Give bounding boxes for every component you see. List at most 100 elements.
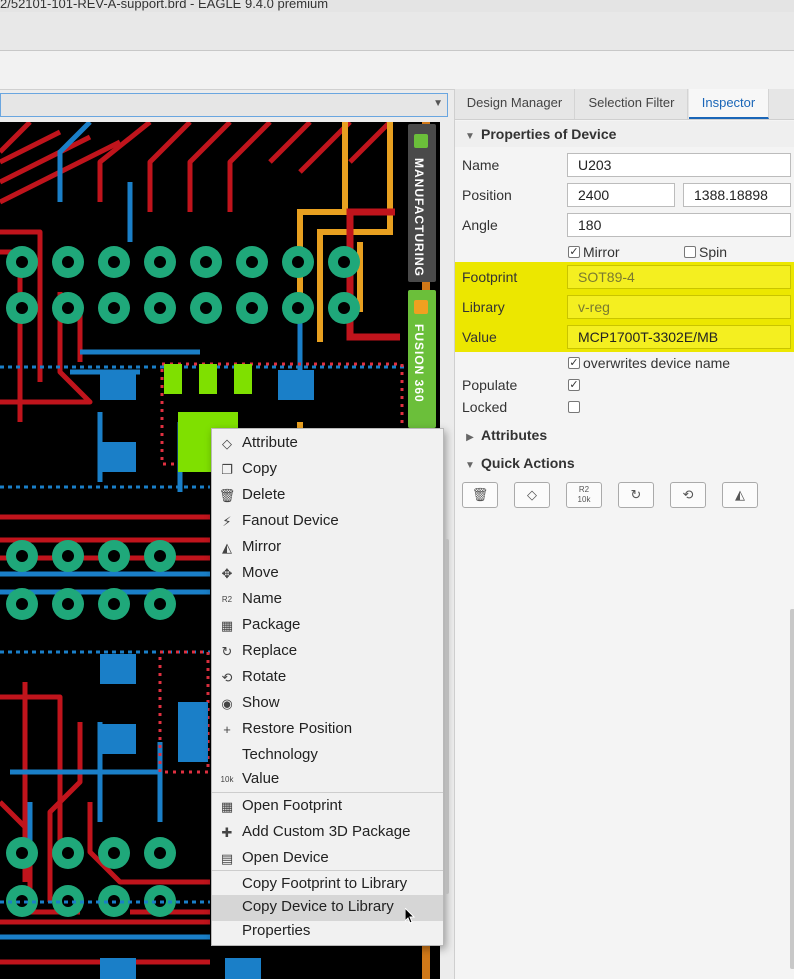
pcb-pad-hole	[154, 598, 166, 610]
populate-checkbox[interactable]: ✓	[568, 379, 580, 391]
tab-inspector[interactable]: Inspector	[689, 89, 769, 119]
panel-scrollbar[interactable]	[790, 609, 794, 969]
menu-item-label: Copy Footprint to Library	[242, 875, 408, 892]
position-x-field[interactable]: 2400	[567, 183, 675, 207]
trash-icon: 🗑	[218, 488, 236, 503]
quick-actions-section-header[interactable]: ▼Quick Actions	[455, 450, 794, 476]
tag-icon: ◇	[527, 487, 537, 502]
context-menu-scrollbar[interactable]	[445, 539, 449, 894]
menu-item-restore-position[interactable]: +Restore Position	[212, 717, 443, 743]
triangle-down-icon: ▼	[465, 131, 475, 142]
quick-delete-button[interactable]: 🗑	[462, 482, 498, 508]
footprint-field[interactable]: SOT89-4	[567, 265, 791, 289]
attributes-section-header[interactable]: ▶Attributes	[455, 422, 794, 448]
quick-attribute-button[interactable]: ◇	[514, 482, 550, 508]
name-row: Name U203	[455, 150, 794, 180]
menu-item-delete[interactable]: 🗑 Delete	[212, 483, 443, 509]
quick-rotate-button[interactable]: ⟲	[670, 482, 706, 508]
menu-item-name[interactable]: R2 Name	[212, 587, 443, 613]
spin-checkbox[interactable]	[684, 246, 696, 258]
pcb-pad-hole	[338, 256, 350, 268]
menu-item-properties[interactable]: Properties	[212, 919, 443, 945]
menu-item-label: Attribute	[242, 434, 298, 451]
main-toolbar	[0, 12, 794, 51]
pcb-pad-hole	[108, 550, 120, 562]
restore-icon: +	[223, 722, 231, 737]
menu-item-open-footprint[interactable]: ▦Open Footprint	[212, 794, 443, 820]
menu-item-mirror[interactable]: ◭Mirror	[212, 535, 443, 561]
quick-mirror-button[interactable]: ◭	[722, 482, 758, 508]
menu-item-label: Copy Device to Library	[242, 898, 394, 915]
name-r2-icon: R2	[221, 595, 233, 604]
locked-checkbox[interactable]	[568, 401, 580, 413]
overwrites-checkbox[interactable]: ✓	[568, 357, 580, 369]
fusion-360-tab[interactable]: FUSION 360	[408, 290, 436, 428]
pcb-pad-hole	[292, 302, 304, 314]
mouse-cursor-icon	[405, 908, 415, 924]
position-y-field[interactable]: 1388.18898	[683, 183, 791, 207]
pcb-pad-hole	[108, 256, 120, 268]
menu-item-attribute[interactable]: ◇Attribute	[212, 431, 443, 457]
pcb-pad-hole	[154, 847, 166, 859]
populate-row: Populate ✓	[462, 377, 580, 393]
pcb-pad-hole	[62, 302, 74, 314]
pcb-pad-hole	[292, 256, 304, 268]
inspector-panel: Design Manager Selection Filter Inspecto…	[454, 89, 794, 979]
menu-item-package[interactable]: ▦Package	[212, 613, 443, 639]
trash-icon: 🗑	[471, 487, 489, 502]
tab-design-manager[interactable]: Design Manager	[455, 89, 575, 119]
library-field[interactable]: v-reg	[567, 295, 791, 319]
package-icon: ▦	[220, 618, 234, 633]
mirror-checkbox[interactable]: ✓	[568, 246, 580, 258]
menu-item-label: Copy	[242, 460, 278, 477]
menu-item-add-custom-3d-package[interactable]: ✚Add Custom 3D Package	[212, 820, 443, 846]
secondary-toolbar	[0, 51, 794, 90]
rotate-icon: ⟲	[682, 487, 694, 502]
pcb-pad-hole	[108, 598, 120, 610]
menu-item-label: Add Custom 3D Package	[242, 823, 411, 840]
menu-item-label: Move	[242, 564, 279, 581]
menu-item-label: Name	[242, 590, 283, 607]
chevron-down-icon[interactable]: ▼	[433, 98, 443, 109]
eye-icon: ◉	[221, 696, 233, 711]
window-titlebar: 2/52101-101-REV-A-support.brd - EAGLE 9.…	[0, 0, 794, 12]
menu-item-show[interactable]: ◉Show	[212, 691, 443, 717]
highlighted-fields: Footprint SOT89-4 Library v-reg Value MC…	[455, 262, 794, 352]
pcb-pad-hole	[108, 302, 120, 314]
menu-item-copy-footprint-to-library[interactable]: Copy Footprint to Library	[212, 872, 443, 898]
menu-item-label: Delete	[242, 486, 286, 503]
footprint-row: Footprint SOT89-4	[455, 262, 794, 292]
properties-section-header[interactable]: ▼Properties of Device	[455, 121, 794, 147]
angle-row: Angle 180	[455, 210, 794, 240]
menu-item-rotate[interactable]: ⟲Rotate	[212, 665, 443, 691]
pcb-pad-hole	[200, 302, 212, 314]
move-icon: ✥	[221, 566, 233, 581]
context-menu: ◇Attribute❐Copy 🗑 Delete ⚡Fanout Device◭Mir…	[211, 428, 449, 946]
pcb-layout[interactable]	[0, 122, 440, 979]
menu-item-technology[interactable]: Technology	[212, 743, 443, 769]
pcb-pad-hole	[108, 847, 120, 859]
manufacturing-tab[interactable]: MANUFACTURING	[408, 124, 436, 282]
menu-item-copy[interactable]: ❐Copy	[212, 457, 443, 483]
quick-replace-button[interactable]: ↻	[618, 482, 654, 508]
tab-selection-filter[interactable]: Selection Filter	[576, 89, 688, 119]
menu-separator	[212, 792, 443, 793]
angle-field[interactable]: 180	[567, 213, 791, 237]
menu-item-fanout-device[interactable]: ⚡Fanout Device	[212, 509, 443, 535]
pcb-pad-hole	[154, 302, 166, 314]
overwrites-row: ✓ overwrites device name	[568, 355, 731, 371]
menu-item-label: Replace	[242, 642, 298, 659]
value-field[interactable]: MCP1700T-3302E/MB	[567, 325, 791, 349]
menu-item-open-device[interactable]: ▤Open Device	[212, 846, 443, 872]
fanout-icon: ⚡	[222, 514, 232, 529]
pcb-pad-hole	[62, 598, 74, 610]
command-line-input[interactable]: ▼	[0, 93, 448, 117]
menu-item-replace[interactable]: ↻Replace	[212, 639, 443, 665]
window-title: 2/52101-101-REV-A-support.brd - EAGLE 9.…	[0, 0, 329, 11]
name-field[interactable]: U203	[567, 153, 791, 177]
panel-tabs: Design Manager Selection Filter Inspecto…	[455, 89, 794, 120]
menu-item-move[interactable]: ✥ Move	[212, 561, 443, 587]
